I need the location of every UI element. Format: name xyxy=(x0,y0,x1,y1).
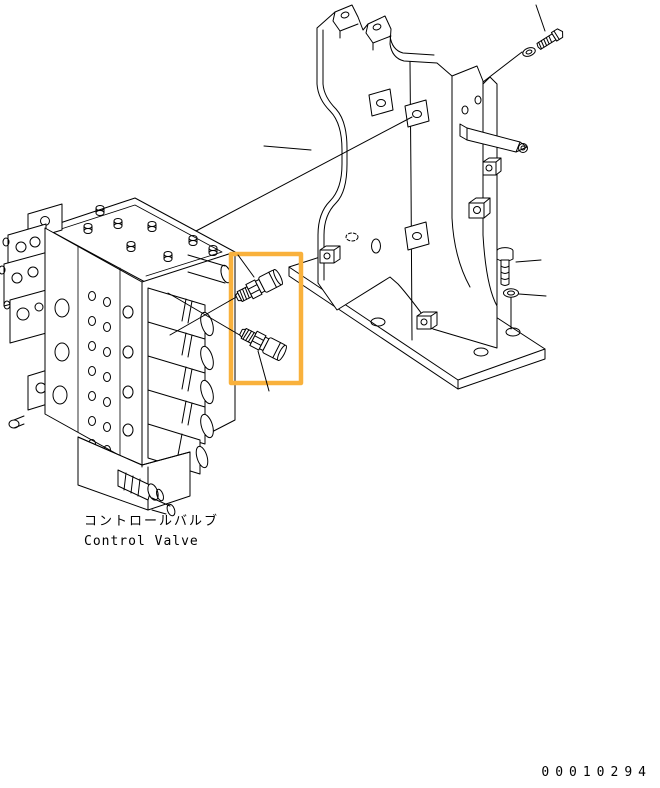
control-valve-drawing xyxy=(0,198,235,517)
strap-bracket xyxy=(460,124,528,153)
weld-nut xyxy=(469,198,490,218)
washer-top-right-drawing xyxy=(522,46,537,58)
washer-right-drawing xyxy=(504,289,519,297)
highlight-box xyxy=(231,254,301,383)
valve-bottom-block xyxy=(78,437,190,517)
solenoid-valves xyxy=(148,255,233,474)
top-bolts xyxy=(84,206,217,262)
doc-number: 00010294 xyxy=(541,765,652,780)
weld-nut xyxy=(320,246,340,263)
leader-lines xyxy=(168,5,546,391)
part-caption-english: Control Valve xyxy=(84,534,199,549)
mounting-bracket-drawing xyxy=(289,5,545,389)
part-caption-japanese: コントロールバルブ xyxy=(84,514,220,529)
weld-nut xyxy=(417,312,437,329)
bolt-top-right-drawing xyxy=(535,27,565,51)
sensor-lower-drawing xyxy=(236,323,289,363)
weld-nut xyxy=(483,158,501,175)
bolt-right-drawing xyxy=(497,248,513,286)
sensor-upper-drawing xyxy=(232,267,285,307)
